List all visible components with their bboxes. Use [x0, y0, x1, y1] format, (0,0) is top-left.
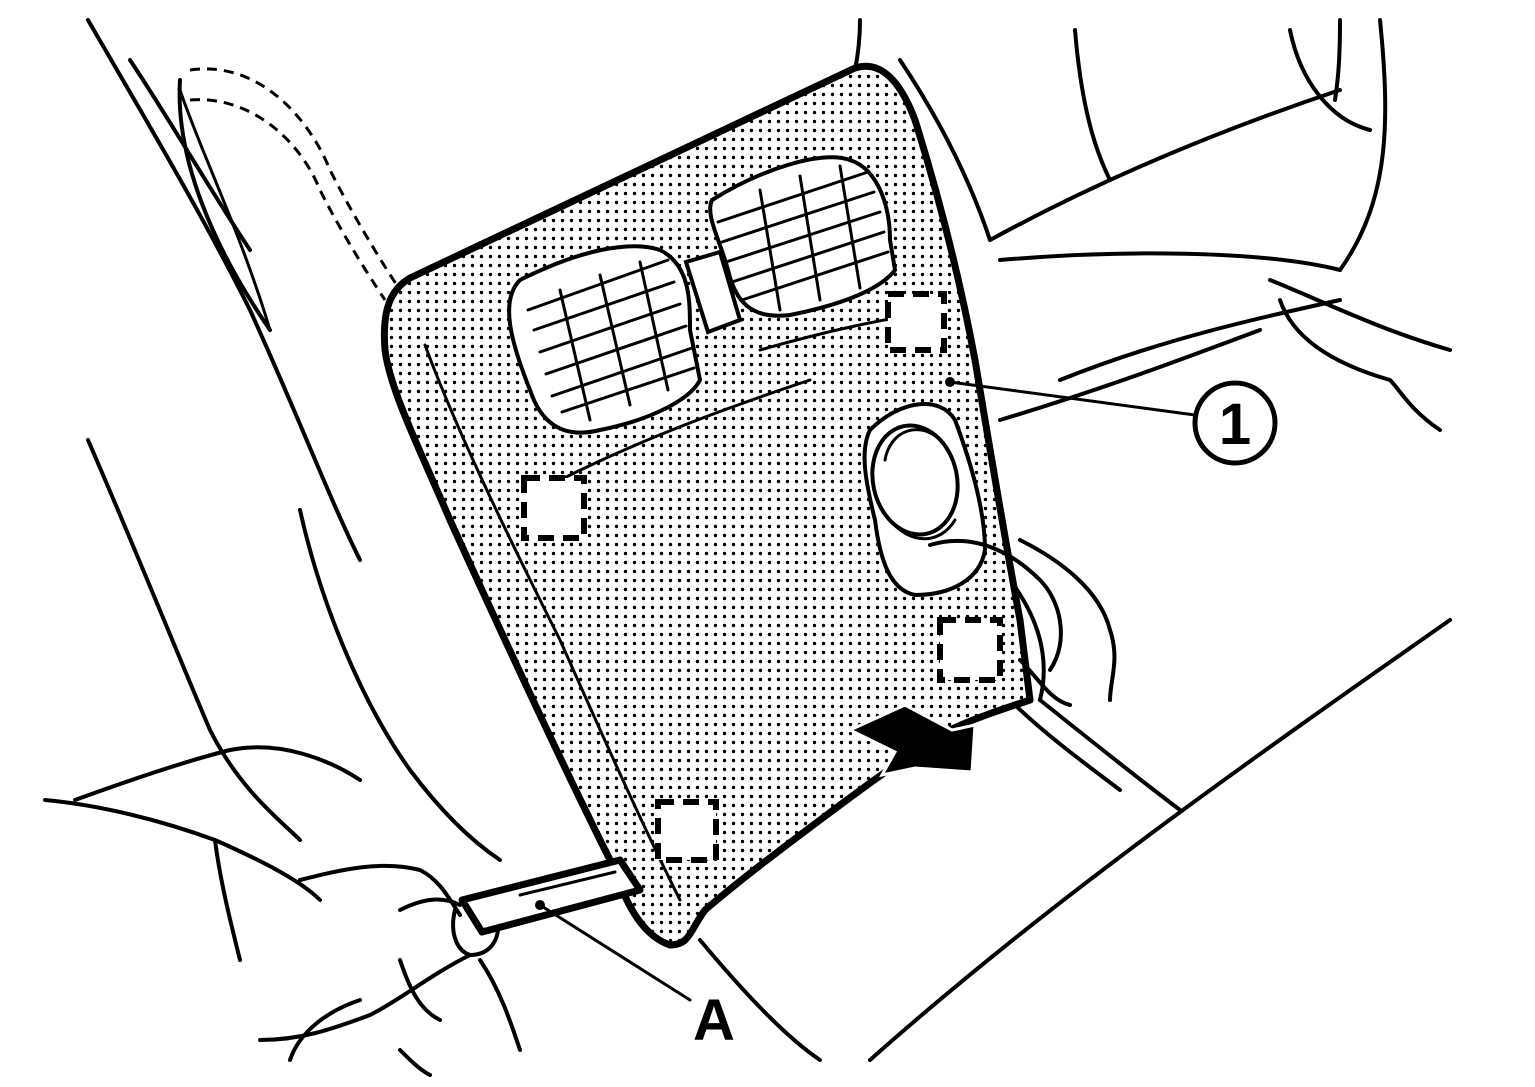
leader-lines — [535, 377, 1197, 1002]
rear-console-finisher-panel — [380, 62, 1034, 949]
clip-square-icon — [655, 799, 719, 863]
trim-tool — [458, 856, 644, 936]
clip-square-icon — [885, 291, 947, 353]
accessory-socket — [862, 402, 988, 598]
left-air-vent — [507, 244, 703, 435]
clip-square-icon — [521, 475, 587, 541]
technician-hands — [43, 538, 1072, 1077]
right-air-vent — [708, 155, 898, 318]
callout-1-label: 1 — [1219, 392, 1251, 457]
callout-a: A — [693, 988, 735, 1053]
arrow-right-icon — [846, 703, 977, 778]
callout-a-label: A — [693, 988, 735, 1053]
right-seat-outline — [853, 18, 1452, 432]
callout-1: 1 — [1192, 380, 1278, 466]
clip-square-icon — [937, 617, 1003, 683]
left-seat-outline — [73, 18, 502, 862]
